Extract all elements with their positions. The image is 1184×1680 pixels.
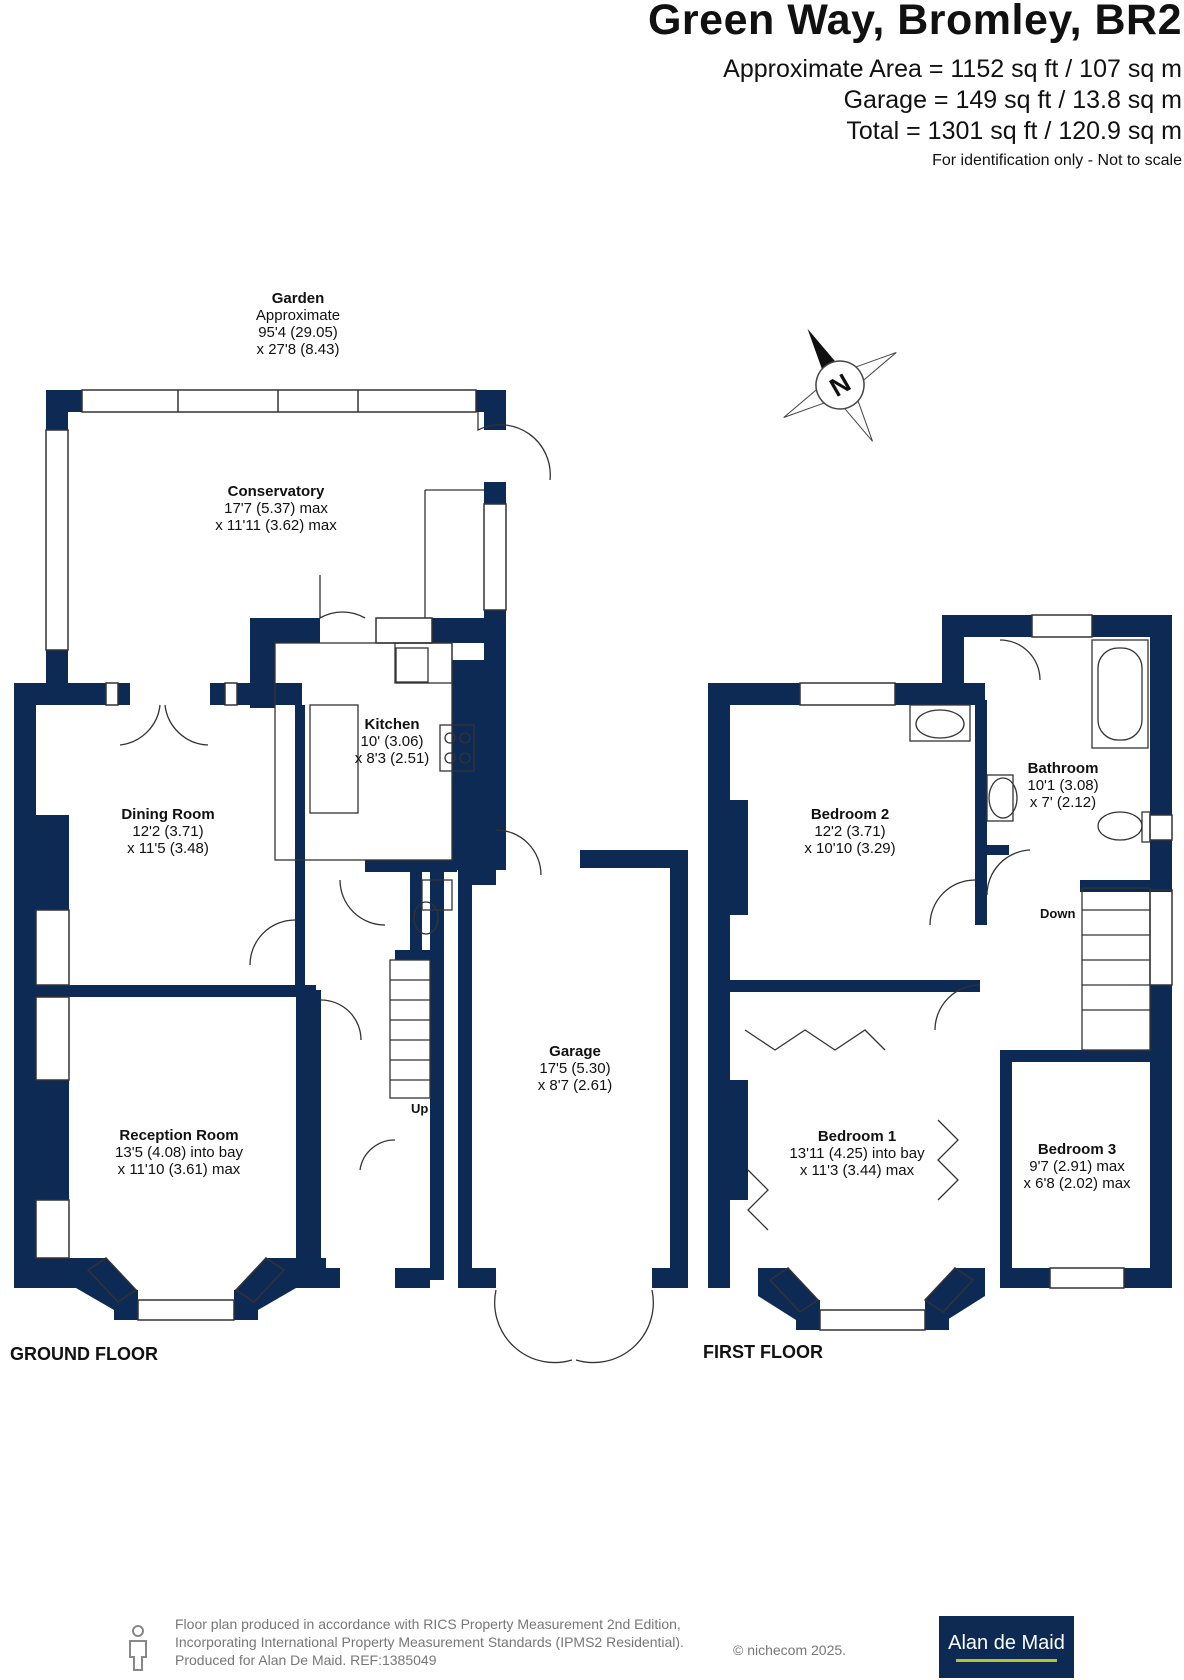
doors — [119, 412, 1041, 1364]
person-icon — [129, 1625, 147, 1671]
copyright: © nichecom 2025. — [733, 1642, 847, 1658]
footer-text: Floor plan produced in accordance with R… — [175, 1616, 684, 1668]
page-title: Green Way, Bromley, BR2 — [647, 0, 1182, 44]
brand-underline — [956, 1659, 1057, 1662]
total-area: Total = 1301 sq ft / 120.9 sq m — [846, 117, 1182, 145]
internal-lines — [274, 489, 1151, 1099]
stairs-down-label: Down — [1040, 906, 1076, 921]
ground-floor-label: GROUND FLOOR — [10, 1344, 158, 1364]
garage-area: Garage = 149 sq ft / 13.8 sq m — [843, 86, 1182, 114]
stairs-up-label: Up — [411, 1101, 429, 1116]
windows — [35, 389, 1173, 1331]
approximate-area: Approximate Area = 1152 sq ft / 107 sq m — [723, 55, 1182, 83]
first-floor-label: FIRST FLOOR — [703, 1342, 823, 1362]
compass: N — [783, 328, 897, 442]
bay-walls — [76, 1258, 985, 1330]
scale-note: For identification only - Not to scale — [932, 152, 1182, 169]
brand-name: Alan de Maid — [948, 1632, 1065, 1654]
walls — [14, 390, 1172, 1288]
brand-logo: Alan de Maid — [939, 1616, 1074, 1678]
header: Green Way, Bromley, BR2 Approximate Area… — [648, 0, 1182, 172]
